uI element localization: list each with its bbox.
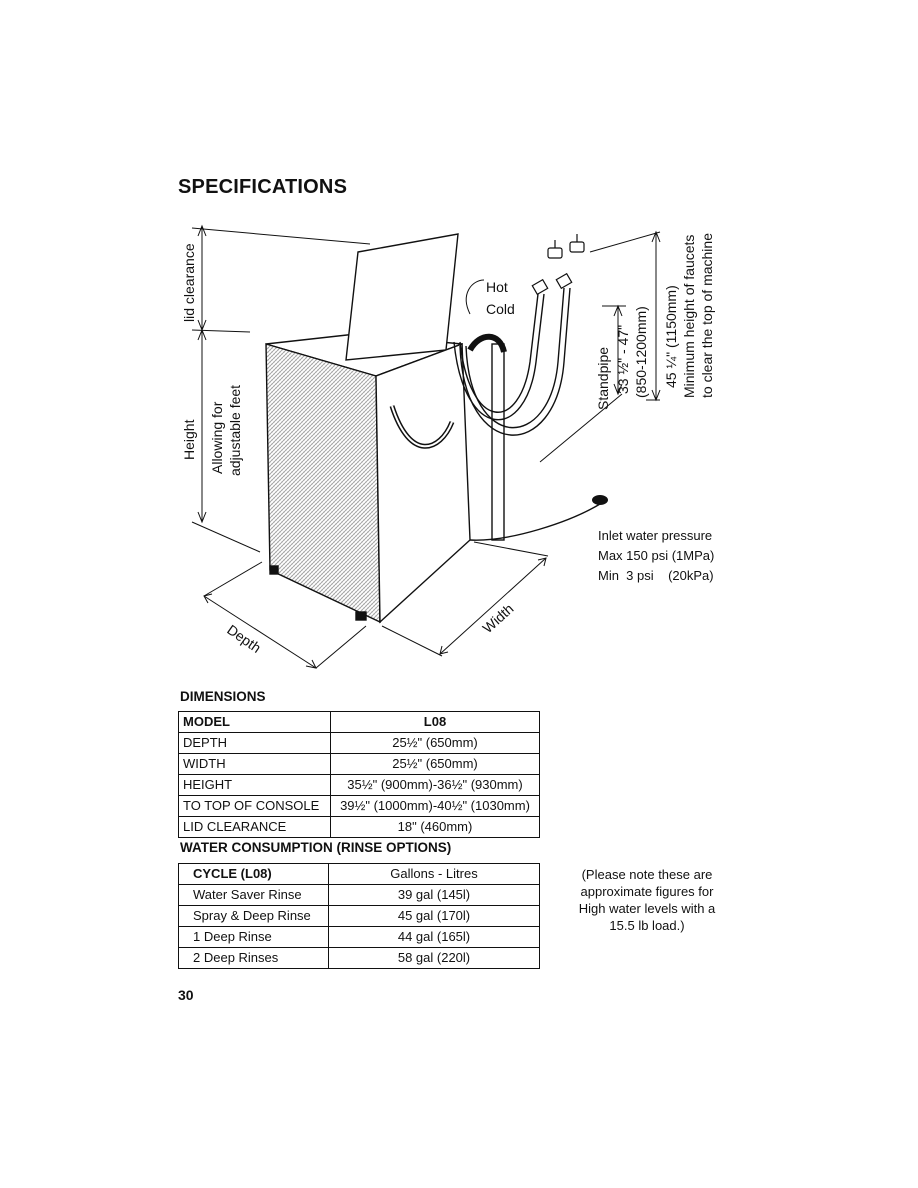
table-cell: MODEL [178,711,331,733]
faucets-icon [531,234,585,296]
depth-width-dimensions [203,541,549,669]
table-row: MODEL L08 [178,711,540,733]
allowing-label-2: adjustable feet [227,385,243,476]
hot-label: Hot [486,279,508,295]
inlet-title: Inlet water pressure [598,528,713,543]
table-cell: TO TOP OF CONSOLE [178,795,331,817]
table-cell: 2 Deep Rinses [178,947,329,969]
washer-body [265,233,471,624]
table-cell: 1 Deep Rinse [178,926,329,948]
standpipe-dimension [539,304,626,463]
faucet-note-1: Minimum height of faucets [681,235,697,398]
table-row: Spray & Deep Rinse 45 gal (170l) [178,905,540,927]
table-cell: 45 gal (170l) [328,905,540,927]
page-number: 30 [178,987,194,1003]
lid-clearance-label: lid clearance [181,243,197,322]
note-line: (Please note these are [581,867,713,882]
dimensions-table: MODEL L08 DEPTH 25½" (650mm) WIDTH 25½" … [178,711,540,838]
allowing-label-1: Allowing for [209,401,225,474]
table-row: 2 Deep Rinses 58 gal (220l) [178,947,540,969]
table-cell: WIDTH [178,753,331,775]
inlet-pressure: Inlet water pressure Max 150 psi (1MPa) … [598,526,714,586]
water-table: CYCLE (L08) Gallons - Litres Water Saver… [178,863,540,969]
table-row: TO TOP OF CONSOLE 39½" (1000mm)-40½" (10… [178,795,540,817]
height-label: Height [181,419,197,460]
note-line: High water levels with a [578,901,716,916]
note-line: 15.5 lb load.) [609,918,685,933]
washer-diagram: lid clearance Height Allowing for adjust… [181,224,715,669]
water-heading: WATER CONSUMPTION (RINSE OPTIONS) [180,840,452,855]
standpipe-mm: (850-1200mm) [633,306,649,398]
depth-label: Depth [224,621,264,656]
width-label: Width [479,600,516,636]
inlet-max: Max 150 psi (1MPa) [598,548,715,563]
table-cell: 25½" (650mm) [330,732,540,754]
note-line: approximate figures for [580,884,714,899]
table-row: WIDTH 25½" (650mm) [178,753,540,775]
table-cell: Water Saver Rinse [178,884,329,906]
table-row: DEPTH 25½" (650mm) [178,732,540,754]
table-cell: 44 gal (165l) [328,926,540,948]
table-cell: Spray & Deep Rinse [178,905,329,927]
table-cell: 35½" (900mm)-36½" (930mm) [330,774,540,796]
standpipe [491,343,505,541]
faucet-note-2: to clear the top of machine [699,233,715,398]
table-cell: CYCLE (L08) [178,863,329,885]
water-note: (Please note these are approximate figur… [562,866,732,934]
table-cell: 39 gal (145l) [328,884,540,906]
table-cell: LID CLEARANCE [178,816,331,838]
dimensions-heading: DIMENSIONS [180,689,266,704]
table-cell: L08 [330,711,540,733]
inlet-min: Min 3 psi (20kPa) [598,568,714,583]
table-row: Water Saver Rinse 39 gal (145l) [178,884,540,906]
table-cell: 39½" (1000mm)-40½" (1030mm) [330,795,540,817]
page-title: SPECIFICATIONS [178,176,348,198]
table-row: CYCLE (L08) Gallons - Litres [178,863,540,885]
lid-clearance-dimension [191,224,371,553]
faucet-height-dimension [589,230,661,402]
table-cell: DEPTH [178,732,331,754]
table-row: 1 Deep Rinse 44 gal (165l) [178,926,540,948]
table-row: HEIGHT 35½" (900mm)-36½" (930mm) [178,774,540,796]
table-cell: HEIGHT [178,774,331,796]
cold-hose [465,287,565,429]
faucet-height-label: 45 ¼" (1150mm) [663,285,679,388]
table-row: LID CLEARANCE 18" (460mm) [178,816,540,838]
standpipe-inches: 33 ½" - 47" [615,325,631,394]
hot-hose [459,293,539,413]
cold-label: Cold [486,301,515,317]
table-cell: 18" (460mm) [330,816,540,838]
standpipe-label: Standpipe [595,347,611,410]
table-cell: Gallons - Litres [328,863,540,885]
table-cell: 25½" (650mm) [330,753,540,775]
table-cell: 58 gal (220l) [328,947,540,969]
